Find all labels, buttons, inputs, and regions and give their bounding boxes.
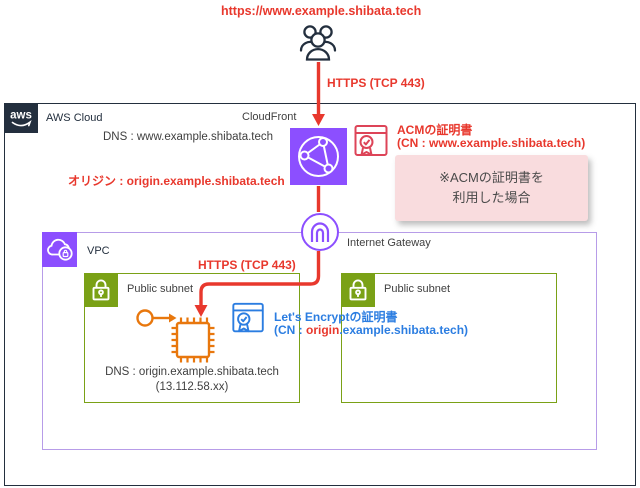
cloudfront-origin-label: オリジン : origin.example.shibata.tech xyxy=(68,174,285,188)
acm-note-line1: ※ACMの証明書を xyxy=(439,170,544,185)
aws-cloud-label: AWS Cloud xyxy=(46,112,103,124)
lets-encrypt-cn-label: (CN : origin.example.shibata.tech) xyxy=(274,323,468,337)
acm-note-line2: 利用した場合 xyxy=(452,190,531,205)
cn-suffix: .example.shibata.tech) xyxy=(339,323,469,337)
ec2-dns-label: DNS : origin.example.shibata.tech xyxy=(105,366,279,378)
acm-note-box: ※ACMの証明書を 利用した場合 xyxy=(395,155,588,221)
client-url-label: https://www.example.shibata.tech xyxy=(221,4,422,18)
cloudfront-icon xyxy=(290,128,347,185)
subnet1-label: Public subnet xyxy=(127,283,194,295)
public-subnet-1-box xyxy=(84,273,300,403)
subnet1-lock-icon xyxy=(84,273,118,307)
https-label-top: HTTPS (TCP 443) xyxy=(327,76,425,90)
cloudfront-dns-label: DNS : www.example.shibata.tech xyxy=(103,131,274,143)
ec2-ip-label: (13.112.58.xx) xyxy=(155,381,229,393)
cn-origin-highlight: origin xyxy=(306,323,340,337)
acm-certificate-icon xyxy=(352,121,392,163)
ec2-chip-icon xyxy=(130,305,225,367)
acm-cn-label: (CN : www.example.shibata.tech) xyxy=(397,136,586,150)
internet-gateway-label: Internet Gateway xyxy=(347,237,431,249)
public-subnet-2-box xyxy=(341,273,557,403)
subnet2-lock-icon xyxy=(341,273,375,307)
vpc-cloud-icon xyxy=(42,232,77,267)
subnet2-label: Public subnet xyxy=(384,283,451,295)
cloudfront-label: CloudFront xyxy=(242,111,297,123)
svg-text:aws: aws xyxy=(10,110,32,122)
lets-encrypt-certificate-icon xyxy=(230,298,268,340)
vpc-label: VPC xyxy=(87,245,110,257)
https-label-vpc: HTTPS (TCP 443) xyxy=(198,258,296,272)
internet-gateway-icon xyxy=(301,213,339,251)
acm-title-label: ACMの証明書 xyxy=(397,123,473,137)
users-icon xyxy=(296,22,340,62)
lets-encrypt-title-label: Let's Encryptの証明書 xyxy=(274,310,398,324)
aws-logo-icon: aws xyxy=(4,103,38,133)
cn-prefix: (CN : xyxy=(274,323,306,337)
